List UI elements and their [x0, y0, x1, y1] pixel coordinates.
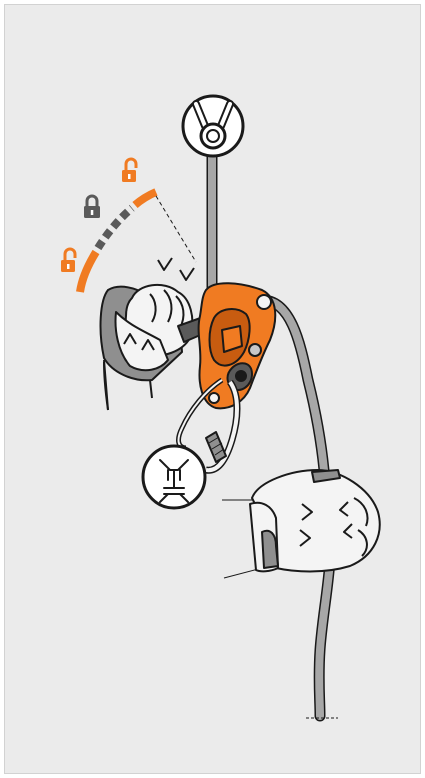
- anchor-icon: [183, 96, 243, 156]
- rope: [212, 150, 330, 716]
- left-hand: [101, 285, 193, 410]
- lock-closed-icon: [84, 196, 100, 218]
- lock-open-icon: [122, 159, 136, 182]
- rope-device: [178, 283, 275, 408]
- right-hand: [222, 470, 380, 578]
- harness-icon: [143, 446, 205, 508]
- lock-open-icon: [61, 249, 75, 272]
- motion-marks-top: [158, 258, 194, 280]
